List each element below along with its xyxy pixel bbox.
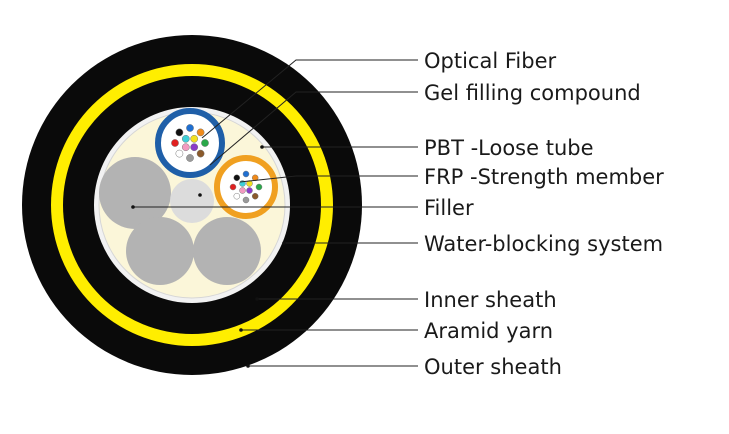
leader-dot-frp xyxy=(198,193,202,197)
loose-tube-orange xyxy=(214,155,278,219)
filler-rod-left xyxy=(99,157,171,229)
label-outer-sheath: Outer sheath xyxy=(424,355,562,379)
blue-tube-fiber-5 xyxy=(186,154,194,162)
filler-rod-bottom-right xyxy=(193,217,261,285)
label-filler: Filler xyxy=(424,196,474,220)
filler-rod-bottom-left xyxy=(126,217,194,285)
leader-gel-filling xyxy=(209,91,418,166)
label-gel-filling-compound: Gel filling compound xyxy=(424,81,641,105)
orange-tube-fiber-6 xyxy=(233,192,241,200)
orange-tube-fiber-3 xyxy=(255,183,263,191)
blue-tube-fiber-9 xyxy=(190,134,199,143)
orange-tube-fiber-1 xyxy=(242,170,250,178)
blue-tube-fiber-8 xyxy=(175,128,184,137)
blue-tube-fiber-12 xyxy=(181,134,190,143)
orange-tube-fiber-7 xyxy=(229,183,237,191)
label-aramid-yarn: Aramid yarn xyxy=(424,319,553,343)
blue-tube-fiber-3 xyxy=(201,139,209,147)
leader-lines xyxy=(133,59,418,367)
leader-dot-water-blocking xyxy=(282,241,286,245)
orange-tube-fiber-10 xyxy=(246,187,253,194)
blue-tube-fiber-6 xyxy=(175,149,184,158)
leader-dot-pbt xyxy=(260,145,264,149)
loose-tube-blue xyxy=(155,108,225,178)
blue-tube-fiber-1 xyxy=(186,124,194,132)
blue-tube-fiber-4 xyxy=(196,149,205,158)
label-optical-fiber: Optical Fiber xyxy=(424,49,556,73)
fiber-bundle-blue xyxy=(171,124,209,162)
blue-tube-fiber-2 xyxy=(196,128,205,137)
leader-dots xyxy=(131,145,286,368)
frp-strength-member xyxy=(170,179,214,223)
label-water-blocking-system: Water-blocking system xyxy=(424,232,663,256)
leader-dot-outer-sheath xyxy=(246,364,250,368)
blue-tube-fiber-10 xyxy=(190,143,199,152)
label-inner-sheath: Inner sheath xyxy=(424,288,557,312)
blue-tube-fiber-7 xyxy=(171,139,179,147)
label-frp-strength-member: FRP -Strength member xyxy=(424,165,664,189)
leader-optical-fiber xyxy=(201,59,418,139)
leader-dot-filler xyxy=(131,205,135,209)
orange-tube-fiber-4 xyxy=(251,192,259,200)
leader-dot-aramid xyxy=(239,328,243,332)
leader-frp-member xyxy=(239,175,418,183)
label-pbt-loose-tube: PBT -Loose tube xyxy=(424,136,594,160)
orange-tube-fiber-11 xyxy=(239,187,246,194)
orange-tube-fiber-8 xyxy=(233,174,241,182)
leader-dot-inner-sheath xyxy=(255,297,259,301)
blue-tube-fiber-11 xyxy=(181,143,190,152)
orange-tube-fiber-5 xyxy=(242,196,250,204)
